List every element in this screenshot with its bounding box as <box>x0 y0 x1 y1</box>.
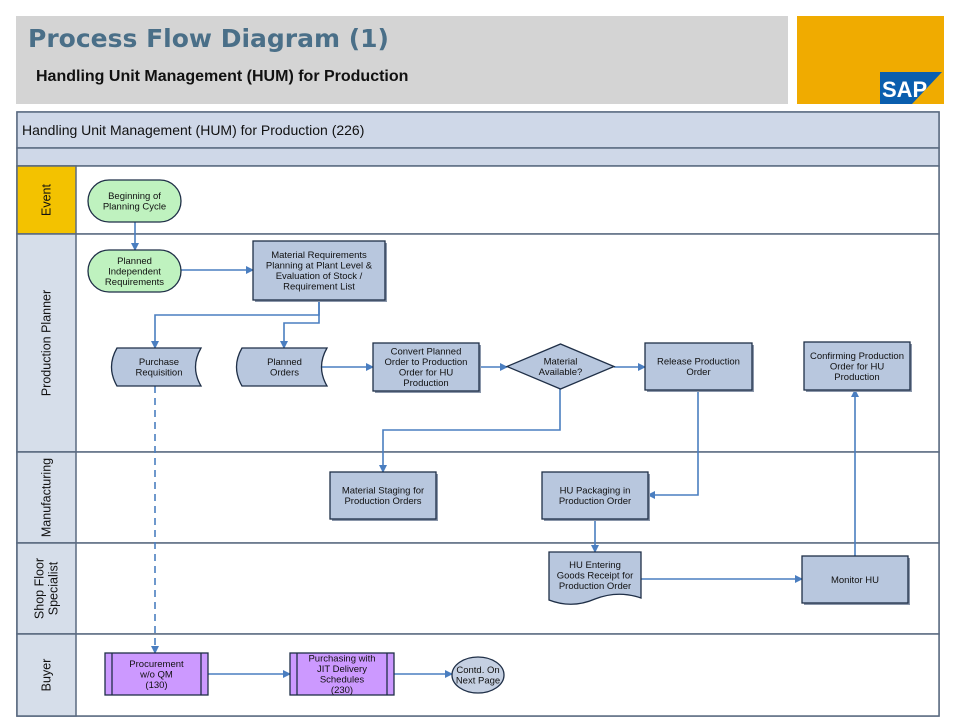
logo-text: SAP <box>882 77 927 102</box>
edge-release-pack <box>647 390 699 499</box>
lane-label-box-buyer <box>16 633 77 717</box>
edge-avail-staging <box>379 389 561 473</box>
lane-label-event: Event <box>40 183 54 215</box>
diagram-title: Handling Unit Management (HUM) for Produ… <box>22 122 364 138</box>
lane-label-mfg: Manufacturing <box>40 458 54 537</box>
page-subtitle: Handling Unit Management (HUM) for Produ… <box>36 68 409 85</box>
node-monitor: Monitor HU <box>801 555 910 605</box>
header-band: Process Flow Diagram (1) Handling Unit M… <box>16 16 788 104</box>
lane-shop <box>16 542 940 635</box>
lane-mfg <box>16 451 940 544</box>
diagram-title-bar <box>16 111 940 149</box>
node-label-monitor: Monitor HU <box>831 575 879 586</box>
lane-label-box-event <box>16 165 77 235</box>
lane-label-buyer: Buyer <box>40 659 54 692</box>
lane-label-planner: Production Planner <box>40 290 54 396</box>
diagram-title-strip <box>16 147 940 167</box>
connectors <box>131 222 859 678</box>
lane-label-box-shop <box>16 542 77 635</box>
page-title: Process Flow Diagram (1) <box>28 24 389 53</box>
sap-logo: SAP <box>880 72 942 104</box>
edge-mrp-plord <box>280 300 320 349</box>
lane-label-box-planner <box>16 233 77 453</box>
lane-label-shop: Shop FloorSpecialist <box>33 558 61 619</box>
